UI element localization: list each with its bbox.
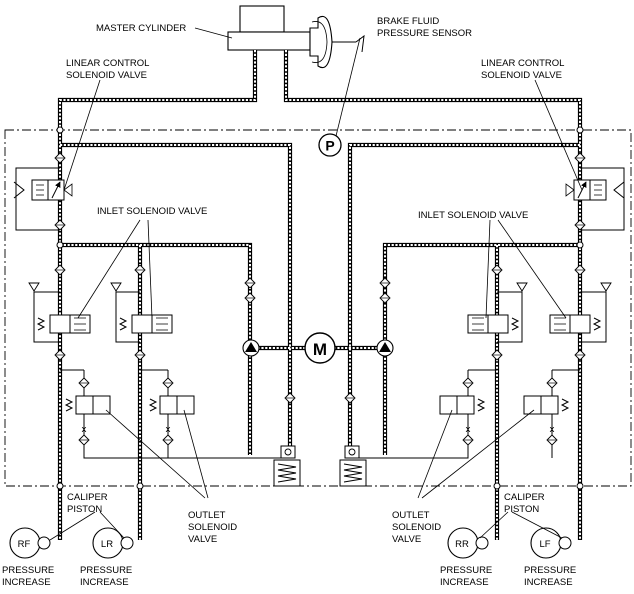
outlet-valve-lf: x [523, 395, 570, 435]
linear-solenoid-right [565, 179, 625, 201]
modulator-boundary [4, 129, 632, 487]
label-inlet-left: INLET SOLENOID VALVE [97, 206, 207, 217]
label-pressure-rf-1: PRESSURE [2, 565, 54, 576]
label-sensor-1: BRAKE FLUID [377, 16, 439, 27]
label-pressure-rr-2: INCREASE [440, 577, 489, 588]
callout-labels: MASTER CYLINDER BRAKE FLUID PRESSURE SEN… [2, 16, 576, 588]
wheel-label-lr: LR [101, 539, 113, 550]
inlet-valve-lf [549, 314, 602, 334]
inlet-valve-rf [36, 314, 91, 334]
label-pressure-lr-1: PRESSURE [80, 565, 132, 576]
svg-text:x: x [166, 424, 171, 435]
label-outlet-right-1: OUTLET [392, 510, 430, 521]
label-pressure-rr-1: PRESSURE [440, 565, 492, 576]
label-caliper-right-2: PISTON [504, 504, 539, 515]
label-caliper-left-1: CALIPER [67, 492, 108, 503]
svg-text:x: x [466, 424, 471, 435]
label-linear-right-2: SOLENOID VALVE [481, 70, 562, 81]
label-linear-left-1: LINEAR CONTROL [66, 58, 149, 69]
label-master-cylinder: MASTER CYLINDER [96, 23, 186, 34]
outlet-valve-rr: x [439, 395, 486, 435]
master-cylinder [227, 5, 365, 69]
linear-solenoid-left [13, 179, 73, 201]
inlet-valve-lr [118, 314, 173, 334]
wheel-label-lf: LF [539, 539, 550, 550]
svg-text:x: x [550, 424, 555, 435]
motor-symbol: M [313, 340, 327, 359]
filters [54, 152, 586, 446]
junction-nodes [56, 126, 584, 490]
caliper-lf: LF [530, 527, 572, 559]
label-linear-left-2: SOLENOID VALVE [66, 70, 147, 81]
caliper-lr: LR [92, 527, 134, 559]
label-outlet-right-2: SOLENOID [392, 522, 441, 533]
leader-lines [49, 27, 583, 541]
label-caliper-left-2: PISTON [67, 504, 102, 515]
label-sensor-2: PRESSURE SENSOR [377, 28, 472, 39]
hydraulic-lines [57, 50, 583, 540]
label-outlet-right-3: VALVE [392, 534, 421, 545]
pump-motor: M [242, 332, 394, 364]
label-pressure-lr-2: INCREASE [80, 577, 129, 588]
label-pressure-lf-1: PRESSURE [524, 565, 576, 576]
label-outlet-left-3: VALVE [188, 534, 217, 545]
inlet-valve-rr [467, 314, 520, 334]
low-pressure-reservoir-right [339, 445, 367, 487]
label-caliper-right-1: CALIPER [504, 492, 545, 503]
label-pressure-rf-2: INCREASE [2, 577, 51, 588]
check-valves [28, 282, 612, 292]
label-linear-right-1: LINEAR CONTROL [481, 58, 564, 69]
outlet-valve-rf: x [64, 395, 111, 435]
sensor-symbol: P [325, 138, 334, 154]
low-pressure-reservoir-left [273, 445, 301, 487]
pressure-sensor: P [318, 133, 342, 157]
svg-text:x: x [82, 424, 87, 435]
label-outlet-left-1: OUTLET [188, 510, 226, 521]
label-outlet-left-2: SOLENOID [188, 522, 237, 533]
label-pressure-lf-2: INCREASE [524, 577, 573, 588]
wheel-label-rr: RR [455, 539, 469, 550]
caliper-rr: RR [447, 527, 489, 559]
caliper-rf: RF [9, 527, 51, 559]
outlet-valve-lr: x [148, 395, 195, 435]
wheel-label-rf: RF [18, 539, 31, 550]
label-inlet-right: INLET SOLENOID VALVE [418, 210, 528, 221]
